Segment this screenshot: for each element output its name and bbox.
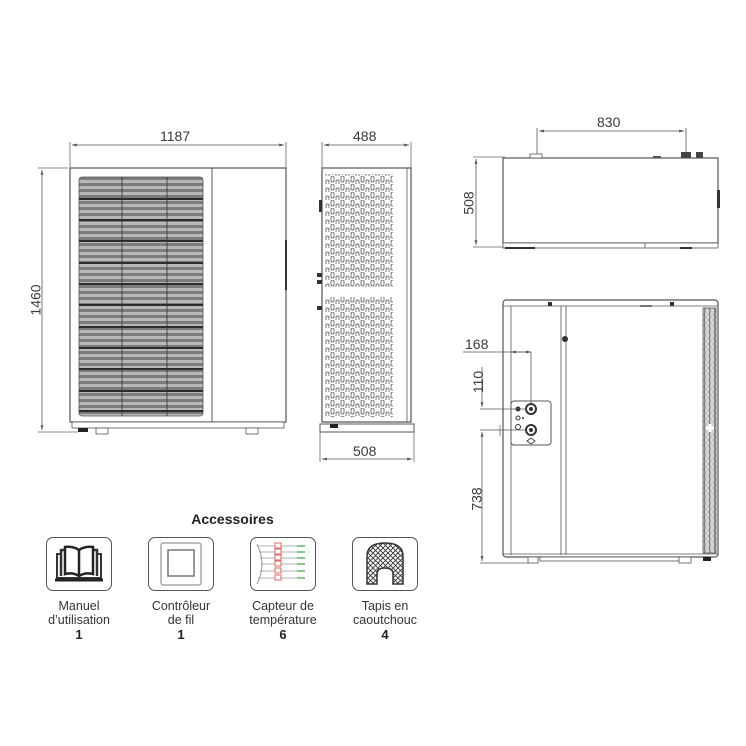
controller-icon bbox=[160, 542, 202, 586]
accessory-label-line2: température bbox=[249, 613, 317, 627]
connection-height-dimension: 738 bbox=[468, 487, 485, 511]
top-span-dimension: 830 bbox=[597, 114, 621, 130]
accessory-label-line1: Manuel bbox=[58, 599, 100, 613]
connection-side-view bbox=[463, 299, 719, 564]
accessory-icon-frame bbox=[148, 537, 214, 591]
side-bottom-width-dimension: 508 bbox=[353, 443, 377, 459]
rubber-mat-icon bbox=[366, 542, 404, 585]
front-height-dimension: 1460 bbox=[27, 284, 44, 316]
connection-offset-dimension: 168 bbox=[465, 336, 489, 352]
front-view bbox=[38, 142, 287, 435]
connection-spacing-dimension: 110 bbox=[470, 370, 487, 394]
accessory-label-line2: de fil bbox=[167, 613, 195, 627]
side-view bbox=[317, 142, 415, 462]
accessory-icon-frame bbox=[46, 537, 112, 591]
accessory-quantity: 4 bbox=[381, 627, 389, 642]
book-icon bbox=[55, 545, 103, 582]
accessory-label-line1: Capteur de bbox=[252, 599, 314, 613]
front-width-dimension: 1187 bbox=[160, 128, 191, 144]
accessory-label-line2: d’utilisation bbox=[48, 613, 110, 627]
accessory-icon-frame bbox=[352, 537, 418, 591]
accessory-label-line1: Tapis en bbox=[361, 599, 409, 613]
accessory-label-line2: caoutchouc bbox=[353, 613, 417, 627]
temperature-sensor-icon bbox=[256, 542, 305, 585]
side-top-width-dimension: 488 bbox=[353, 128, 377, 144]
accessories-title: Accessoires bbox=[191, 511, 274, 527]
accessory-quantity: 1 bbox=[177, 627, 185, 642]
accessory-icon-frame bbox=[250, 537, 316, 591]
accessory-quantity: 6 bbox=[279, 627, 287, 642]
accessory-label-line1: Contrôleur bbox=[151, 599, 211, 613]
top-view bbox=[473, 128, 720, 249]
accessory-quantity: 1 bbox=[75, 627, 83, 642]
top-depth-dimension: 508 bbox=[460, 191, 477, 215]
